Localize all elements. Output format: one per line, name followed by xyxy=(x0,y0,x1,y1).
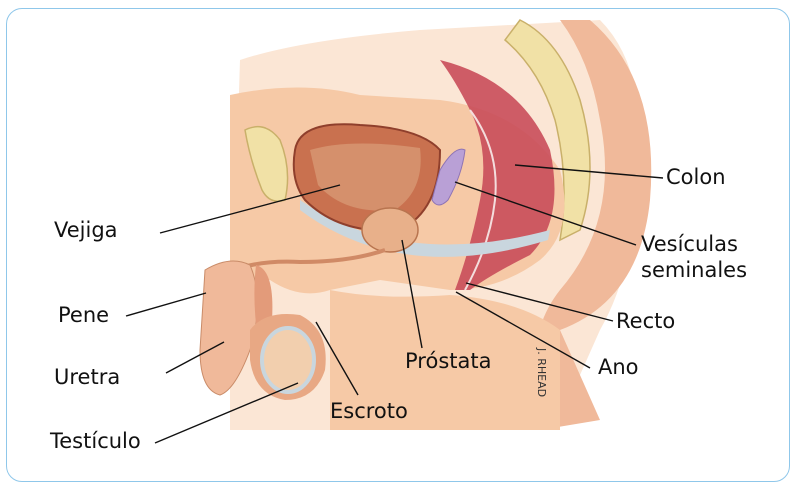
artist-signature: J. RHEAD xyxy=(535,348,548,397)
label-recto: Recto xyxy=(616,311,675,332)
label-vesiculas-line2: seminales xyxy=(641,260,747,281)
label-pene: Pene xyxy=(58,305,109,326)
label-uretra: Uretra xyxy=(54,367,120,388)
label-colon: Colon xyxy=(666,167,726,188)
label-escroto: Escroto xyxy=(330,401,408,422)
leader-pene xyxy=(126,293,206,316)
testicle-shape xyxy=(262,328,314,392)
label-ano: Ano xyxy=(598,357,639,378)
prostate-shape xyxy=(362,208,418,252)
label-testiculo: Testículo xyxy=(50,431,141,452)
label-vesiculas-line1: Vesículas xyxy=(641,234,738,255)
label-vejiga: Vejiga xyxy=(54,220,118,241)
label-prostata: Próstata xyxy=(405,351,491,372)
